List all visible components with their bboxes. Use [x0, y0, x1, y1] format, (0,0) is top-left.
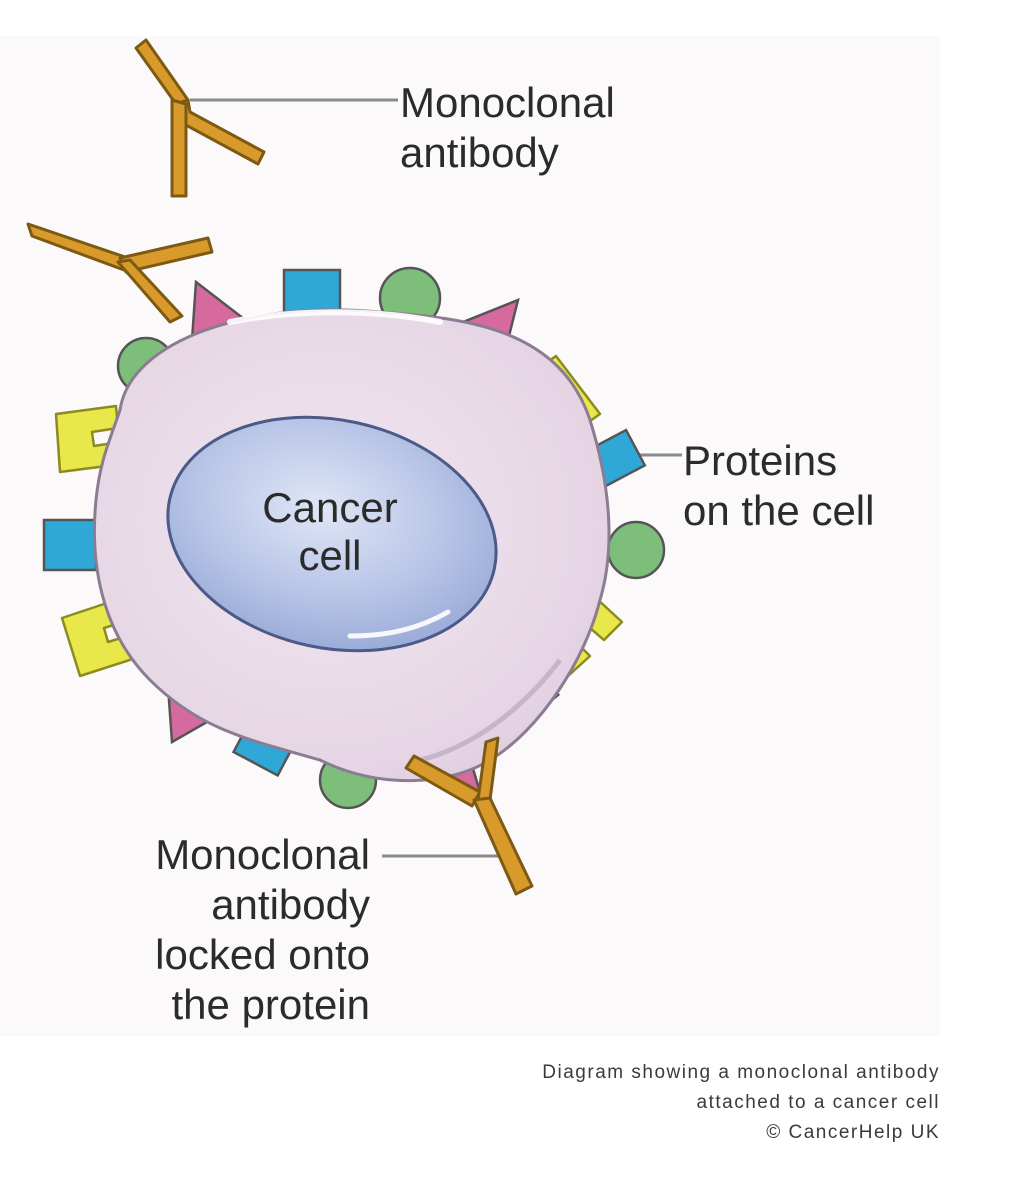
antibody-free-top: [134, 38, 266, 198]
antibody-free-left: [26, 222, 214, 324]
protein-blue-square: [42, 518, 98, 572]
nucleus-highlight: [347, 609, 451, 639]
cell-highlight: [227, 309, 443, 325]
label-proteins-on-cell: Proteins on the cell: [683, 437, 875, 534]
protein-green-circle: [606, 520, 666, 580]
diagram-caption: Diagram showing a monoclonal antibody at…: [542, 1062, 940, 1143]
label-cancer-cell: Cancer cell: [262, 484, 398, 579]
antibody-bound: [404, 736, 534, 896]
cell-shadow: [419, 658, 562, 763]
nucleus: [166, 415, 498, 653]
label-monoclonal-antibody-locked: Monoclonal antibody locked onto the prot…: [155, 831, 370, 1028]
label-monoclonal-antibody: Monoclonal antibody: [400, 79, 615, 176]
